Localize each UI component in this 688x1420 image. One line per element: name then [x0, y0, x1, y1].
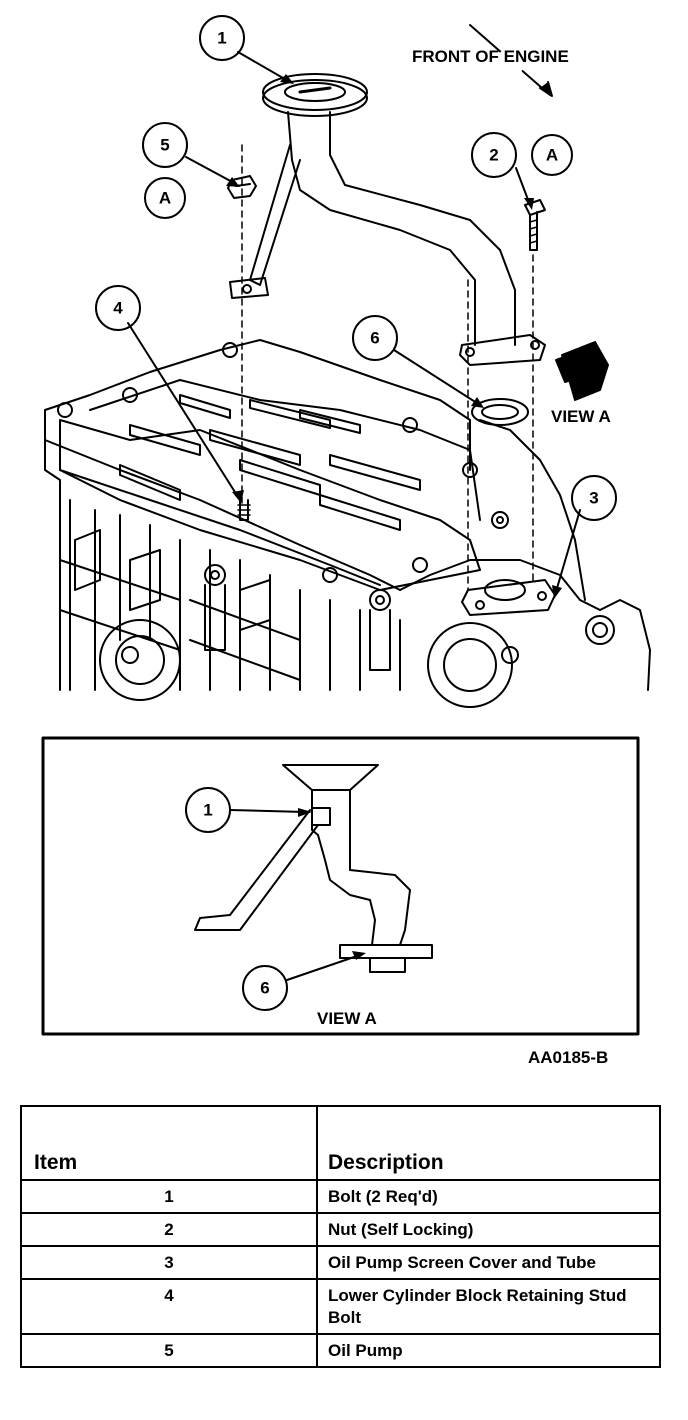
item-description: Oil Pump Screen Cover and Tube [316, 1245, 661, 1280]
item-description: Bolt (2 Req'd) [316, 1179, 661, 1214]
inset-callout-1: 1 [203, 801, 212, 820]
oil-pump-screen-cover-tube [229, 73, 546, 366]
table-header-row: Item Description [20, 1105, 661, 1181]
stud-bolt-item-4 [237, 499, 251, 521]
pump-mounting-pad [461, 579, 556, 616]
exploded-view-diagram: 1 5 A 2 A 4 6 3 1 6 FRONT OF ENGINE VIEW… [41, 15, 651, 1036]
description-column-header: Description [316, 1105, 661, 1181]
item-column-header: Item [20, 1105, 318, 1181]
table-row: 3 Oil Pump Screen Cover and Tube [20, 1245, 661, 1280]
alignment-lines [241, 144, 534, 591]
callout-5: 5 [160, 136, 169, 155]
item-number: 5 [20, 1333, 318, 1368]
callout-4: 4 [113, 299, 123, 318]
view-a-label: VIEW A [551, 407, 611, 426]
callout-circles [95, 15, 617, 521]
view-a-inset-label: VIEW A [317, 1009, 377, 1028]
item-number: 1 [20, 1179, 318, 1214]
item-number: 2 [20, 1212, 318, 1247]
table-row: 2 Nut (Self Locking) [20, 1212, 661, 1247]
parts-table: Item Description 1 Bolt (2 Req'd) 2 Nut … [20, 1105, 661, 1368]
callout-a-right: A [546, 146, 558, 165]
item-description: Nut (Self Locking) [316, 1212, 661, 1247]
callout-3: 3 [589, 489, 598, 508]
table-row: 1 Bolt (2 Req'd) [20, 1179, 661, 1214]
view-a-inset [41, 736, 640, 1036]
item-number: 4 [20, 1278, 318, 1335]
item-number: 3 [20, 1245, 318, 1280]
callout-leaders [127, 51, 581, 596]
table-row: 5 Oil Pump [20, 1333, 661, 1368]
baffle-cover [57, 342, 509, 591]
bolt-item-2 [524, 199, 546, 251]
item-description: Oil Pump [316, 1333, 661, 1368]
callout-1: 1 [217, 29, 226, 48]
table-row: 4 Lower Cylinder Block Retaining Stud Bo… [20, 1278, 661, 1335]
inset-callout-6: 6 [260, 979, 269, 998]
gasket-ring [471, 398, 529, 426]
figure-code: AA0185-B [528, 1048, 609, 1067]
engine-block [44, 339, 651, 708]
item-description: Lower Cylinder Block Retaining Stud Bolt [316, 1278, 661, 1335]
callout-a-left: A [159, 189, 171, 208]
callout-2: 2 [489, 146, 498, 165]
front-of-engine-label: FRONT OF ENGINE [412, 47, 569, 66]
front-of-engine-arrow [469, 24, 553, 97]
callout-6: 6 [370, 329, 379, 348]
